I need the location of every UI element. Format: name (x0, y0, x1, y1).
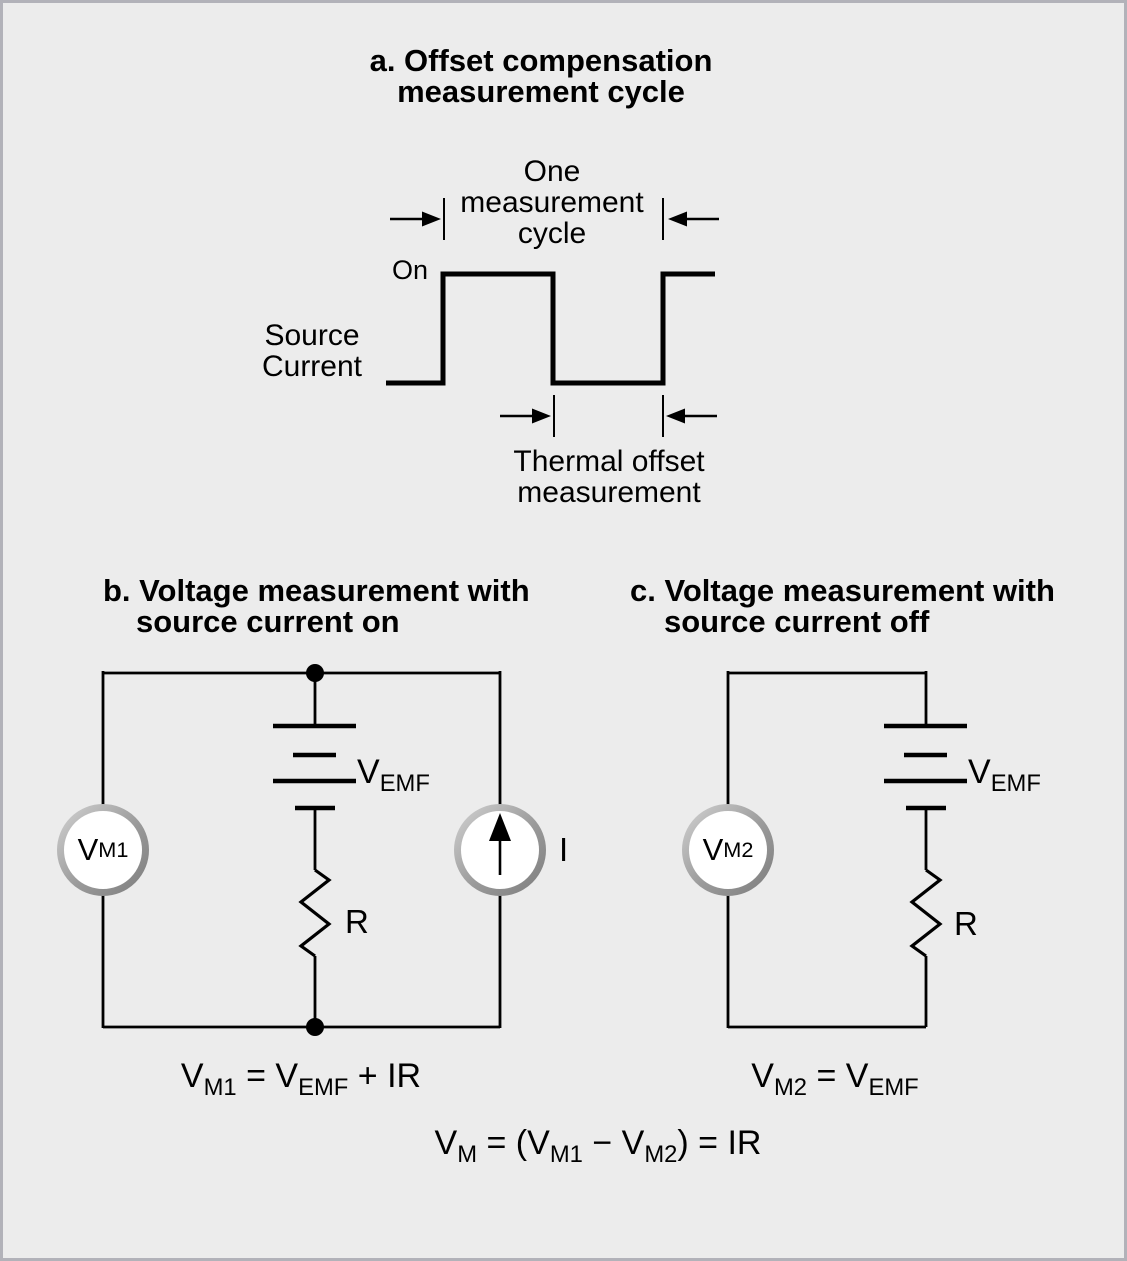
resistor-symbol (298, 868, 332, 958)
equation-b: VM1 = VEMF + IR (101, 1057, 501, 1099)
equation-subscript: EMF (868, 1073, 919, 1101)
equation-c: VM2 = VEMF (685, 1057, 985, 1099)
equation-subscript: M1 (203, 1073, 237, 1101)
equation-subscript: M1 (549, 1140, 583, 1168)
battery-symbol (273, 723, 356, 811)
equation-text: V (751, 1057, 774, 1095)
vemf-b-base: V (357, 753, 380, 791)
panel-b-title: b. Voltage measurement with source curre… (103, 575, 530, 637)
vemf-c-base: V (968, 753, 991, 791)
thermal-arrowhead-right-icon (666, 408, 685, 424)
voltmeter-vm1-circle (57, 804, 149, 896)
vemf-label-b: VEMF (357, 753, 430, 795)
thermal-dimension-lines (500, 395, 717, 437)
source-current-label: Source Current (261, 319, 363, 383)
resistor-label-c: R (954, 905, 978, 942)
circuit-c-schematic (682, 671, 967, 1029)
cycle-arrowhead-right-icon (668, 211, 687, 227)
equation-text: − V (582, 1124, 645, 1162)
cycle-arrowhead-left-icon (422, 211, 441, 227)
equation-text: = V (807, 1057, 869, 1095)
vm1-base: V (77, 832, 99, 867)
current-arrowhead-icon (489, 813, 511, 841)
vemf-label-c: VEMF (968, 753, 1041, 795)
node-dot-top (306, 664, 324, 682)
panel-c-title: c. Voltage measurement with source curre… (630, 575, 1055, 637)
vm2-base: V (702, 832, 724, 867)
equation-text: V (180, 1057, 204, 1095)
panel-b-title-line1: b. Voltage measurement with (103, 573, 530, 608)
battery-symbol (884, 723, 967, 811)
panel-a-title: a. Offset compensation measurement cycle (369, 43, 713, 109)
equation-subscript: M2 (644, 1140, 678, 1168)
resistor-symbol (909, 868, 943, 958)
source-current-waveform (386, 271, 715, 386)
circuit-b-schematic (57, 664, 546, 1036)
equation-subscript: M2 (773, 1073, 808, 1101)
thermal-arrowhead-left-icon (532, 408, 551, 424)
vemf-b-subscript: EMF (379, 769, 430, 797)
circuit-c-wires (726, 671, 928, 1029)
one-measurement-cycle-label: One measurement cycle (460, 155, 644, 250)
equation-text: = (V (477, 1124, 550, 1162)
equation-text: + IR (348, 1057, 422, 1095)
resistor-label-b: R (345, 903, 369, 940)
on-label: On (392, 255, 429, 285)
current-source-label: I (559, 831, 569, 868)
vemf-c-subscript: EMF (990, 769, 1041, 797)
equation-text: V (434, 1124, 458, 1162)
cycle-dimension-lines (390, 198, 719, 240)
voltmeter-vm2-circle (682, 804, 774, 896)
equation-subscript: M (457, 1140, 478, 1168)
summary-equation: VM = (VM1 − VM2) = IR (378, 1124, 818, 1166)
equation-subscript: EMF (298, 1073, 349, 1101)
thermal-offset-label: Thermal offset measurement (513, 445, 705, 509)
panel-c-title-line1: c. Voltage measurement with (630, 573, 1055, 608)
waveform-diagram (386, 198, 719, 437)
panel-c-title-line2: source current off (664, 604, 930, 639)
panel-b-title-line2: source current on (136, 604, 400, 639)
equation-text: ) = IR (677, 1124, 762, 1162)
equation-text: = V (236, 1057, 299, 1095)
node-dot-bottom (306, 1018, 324, 1036)
